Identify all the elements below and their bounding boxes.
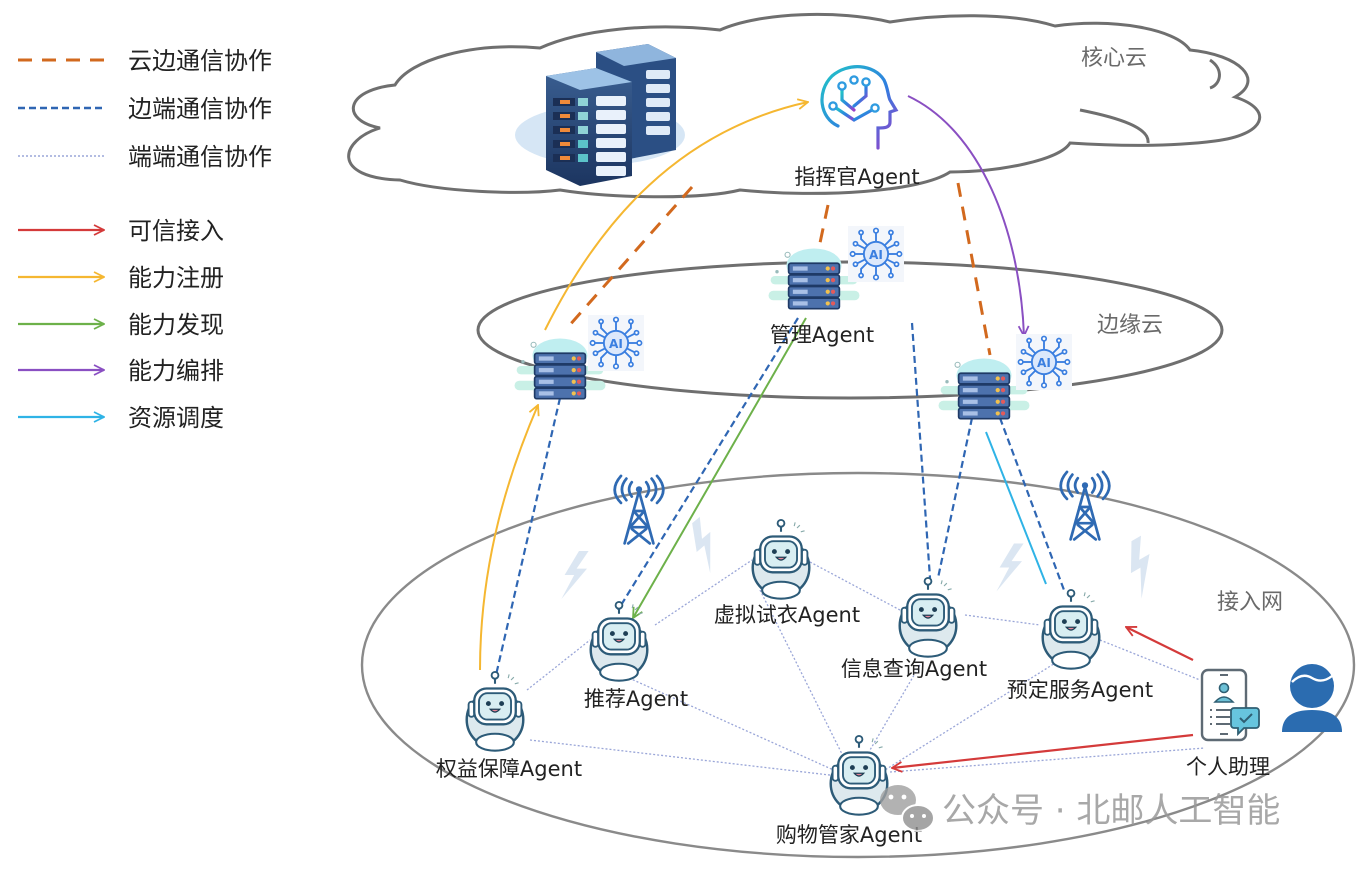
link-booking-shopping xyxy=(884,659,1061,771)
arrow-trusted-booking xyxy=(1126,626,1194,661)
legend-label: 端端通信协作 xyxy=(128,143,272,171)
link-manager-info xyxy=(910,322,932,579)
agent-shopping[interactable]: 购物管家Agent xyxy=(776,734,922,847)
link-edge-info xyxy=(936,417,974,579)
link-info-booking xyxy=(964,614,1041,626)
legend-label: 边端通信协作 xyxy=(128,95,272,123)
robot-agent-icon xyxy=(465,670,525,752)
link-recommend-tryon xyxy=(654,559,753,626)
arrow-trusted-shopping xyxy=(892,733,1194,768)
shopping-agent-label: 购物管家Agent xyxy=(776,823,922,847)
watermark: 公众号 · 北邮人工智能 xyxy=(880,785,1280,832)
ai-chip-icon xyxy=(1016,334,1072,390)
phone-assistant-icon[interactable] xyxy=(1200,668,1260,742)
link-shopping-assistant xyxy=(889,747,1206,773)
agent-virtual-tryon[interactable]: 虚拟试衣Agent xyxy=(714,518,860,627)
access-network-zone: 接入网 xyxy=(360,471,1356,859)
edge-cloud-label: 边缘云 xyxy=(1097,313,1163,338)
legend-label: 可信接入 xyxy=(128,217,224,245)
legend-item-cloud-edge: 云边通信协作 xyxy=(18,47,272,75)
link-cloud-edge-manager xyxy=(818,204,830,244)
commander-agent-label: 指挥官Agent xyxy=(794,165,919,189)
user-icon xyxy=(1282,664,1342,732)
legend-label: 能力注册 xyxy=(128,264,224,292)
personal-assistant-label: 个人助理 xyxy=(1186,755,1270,779)
edge-device-links xyxy=(494,317,1066,676)
watermark-text: 公众号 · 北邮人工智能 xyxy=(942,791,1280,831)
booking-agent-label: 预定服务Agent xyxy=(1007,678,1153,702)
access-network-label: 接入网 xyxy=(1217,590,1283,615)
link-manager-recommend xyxy=(617,317,799,611)
agent-booking[interactable]: 预定服务Agent xyxy=(1007,588,1153,702)
legend-label: 云边通信协作 xyxy=(128,47,272,75)
agent-rights[interactable]: 权益保障Agent xyxy=(436,670,582,781)
cell-tower-icon xyxy=(613,474,665,545)
legend-label: 资源调度 xyxy=(128,404,224,432)
arrow-discovery-manager-recommend xyxy=(633,317,807,618)
link-tryon-info xyxy=(809,561,901,611)
agent-recommend[interactable]: 推荐Agent xyxy=(584,600,688,711)
signal-bolt-icon xyxy=(996,543,1024,592)
link-info-shopping xyxy=(869,664,921,751)
link-rights-recommend xyxy=(526,639,591,691)
legend-item-capability-register: 能力注册 xyxy=(18,264,224,292)
legend-label: 能力发现 xyxy=(128,311,224,339)
manager-agent-label: 管理Agent xyxy=(770,323,874,347)
link-cloud-edge-left xyxy=(566,186,694,328)
ai-chip-icon xyxy=(848,226,904,282)
device-device-links xyxy=(526,559,1206,777)
signal-bolt-icon xyxy=(1114,535,1169,599)
link-recommend-shopping xyxy=(599,664,839,773)
robot-agent-icon xyxy=(589,600,649,682)
legend-item-resource-scheduling: 资源调度 xyxy=(18,404,224,432)
agent-info-query[interactable]: 信息查询Agent xyxy=(841,576,987,681)
robot-agent-icon xyxy=(898,576,958,658)
edge-server-icon xyxy=(937,357,1031,420)
legend-item-capability-discovery: 能力发现 xyxy=(18,311,224,339)
info-query-agent-label: 信息查询Agent xyxy=(841,657,987,681)
core-cloud-label: 核心云 xyxy=(1081,46,1147,71)
link-edge-booking xyxy=(998,417,1066,591)
arrow-register-rights-edge xyxy=(479,405,538,671)
wechat-icon xyxy=(880,785,935,832)
legend-label: 能力编排 xyxy=(128,357,224,385)
robot-agent-icon xyxy=(751,518,811,600)
ai-brain-head-icon xyxy=(820,65,899,150)
line-resource-scheduling xyxy=(985,431,1047,585)
link-edge-rights xyxy=(494,397,562,676)
link-booking-assistant xyxy=(1099,639,1201,681)
robot-agent-icon xyxy=(1041,588,1101,670)
arrow-orchestration-commander-edge xyxy=(907,95,1024,336)
recommend-agent-label: 推荐Agent xyxy=(584,687,688,711)
legend: 云边通信协作 边端通信协作 端端通信协作 可信接入 能力注册 能力发现 能力编排 xyxy=(18,47,272,432)
virtual-tryon-agent-label: 虚拟试衣Agent xyxy=(714,603,860,627)
ai-chip-icon xyxy=(588,315,644,371)
arrow-register-edge-commander xyxy=(544,102,808,331)
cell-tower-icon xyxy=(1059,470,1111,541)
legend-item-edge-device: 边端通信协作 xyxy=(18,95,272,123)
rights-agent-label: 权益保障Agent xyxy=(436,757,582,781)
cloud-edge-links xyxy=(566,182,992,356)
link-cloud-edge-right xyxy=(956,182,992,356)
legend-item-device-device: 端端通信协作 xyxy=(18,143,272,171)
legend-item-trusted-access: 可信接入 xyxy=(18,217,224,245)
legend-item-capability-orchestration: 能力编排 xyxy=(18,357,224,385)
signal-bolt-icon xyxy=(561,551,589,599)
edge-server-icon xyxy=(767,247,861,310)
server-rack-icon xyxy=(515,44,685,186)
